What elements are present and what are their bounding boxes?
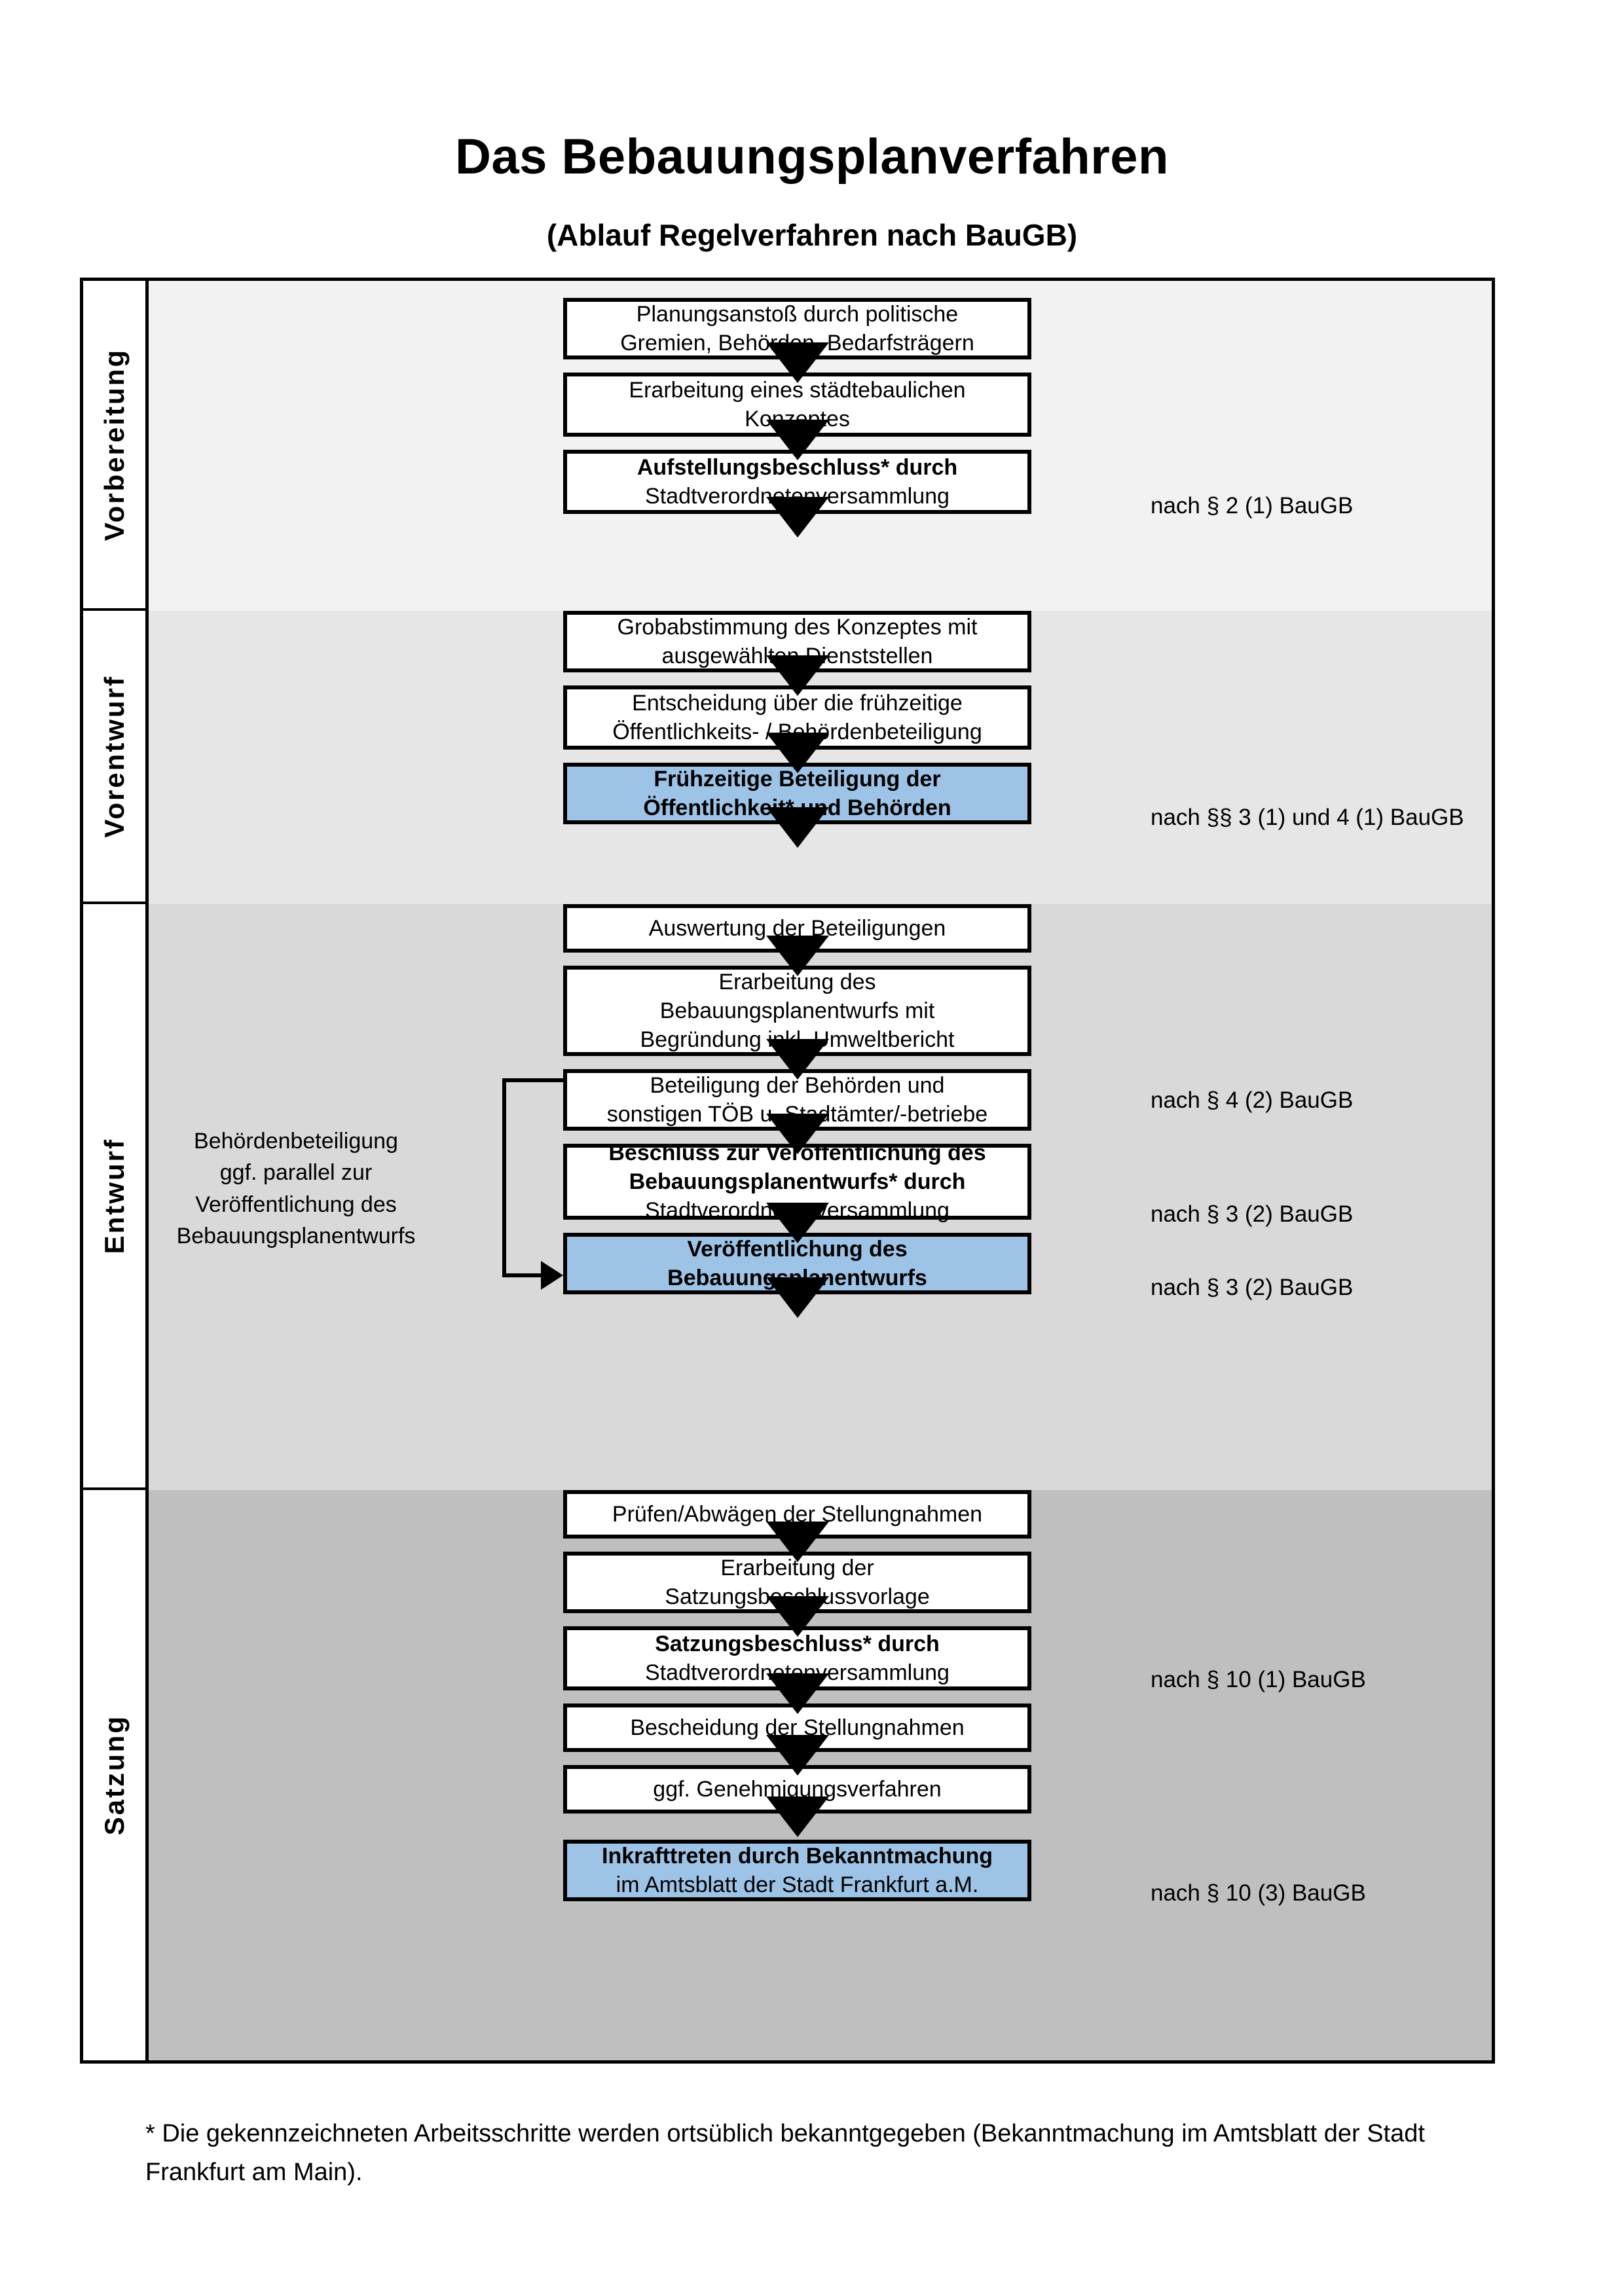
flow-arrow-down-icon [766, 1596, 829, 1637]
flow-arrow-down-icon [766, 733, 829, 773]
phase-label-text: Vorentwurf [98, 674, 130, 838]
process-step-line: Grobabstimmung des Konzeptes mit [617, 614, 978, 640]
bracket-arrow-right-icon [541, 1261, 563, 1290]
process-step-line: Bebauungsplanentwurfs mit [659, 998, 935, 1023]
flow-arrow-down-icon [766, 1114, 829, 1154]
phase-label-vorentwurf: Vorentwurf [83, 611, 149, 904]
phase-label-text: Entwurf [98, 1137, 130, 1254]
flow-arrow-down-icon [766, 497, 829, 538]
footnote: * Die gekennzeichneten Arbeitsschritte w… [145, 2120, 1425, 2186]
flow-arrow-down-icon [766, 1735, 829, 1776]
page-title: Das Bebauungsplanverfahren [455, 129, 1169, 185]
bracket-bottom-segment [502, 1273, 541, 1277]
law-reference-r3: nach § 4 (2) BauGB [1151, 1087, 1354, 1113]
page-subtitle: (Ablauf Regelverfahren nach BauGB) [546, 218, 1078, 252]
flow-arrow-down-icon [766, 1673, 829, 1714]
flow-arrow-down-icon [766, 936, 829, 976]
parallel-process-note-line: Veröffentlichung des [195, 1192, 397, 1217]
process-step-line: im Amtsblatt der Stadt Frankfurt a.M. [616, 1872, 979, 1897]
process-step-line: Bebauungsplanentwurfs* durch [629, 1169, 966, 1194]
process-step-line: Inkrafttreten durch Bekanntmachung [602, 1843, 993, 1868]
bracket-top-segment [502, 1078, 563, 1082]
flow-arrow-down-icon [766, 342, 829, 383]
flow-arrow-down-icon [766, 655, 829, 696]
parallel-process-note-line: Bebauungsplanentwurfs [176, 1223, 416, 1248]
parallel-process-note-line: ggf. parallel zur [219, 1160, 373, 1186]
law-reference-r7: nach § 10 (3) BauGB [1151, 1880, 1366, 1906]
parallel-process-note-line: Behördenbeteiligung [194, 1129, 398, 1154]
flow-arrow-down-icon [766, 1522, 829, 1562]
flow-arrow-down-icon [766, 1277, 829, 1318]
flow-arrow-down-icon [766, 1039, 829, 1080]
flow-arrow-down-icon [766, 420, 829, 460]
process-step-s12[interactable]: Prüfen/Abwägen der Stellungnahmen [563, 1490, 1031, 1539]
flowchart-frame: Vorbereitung Vorentwurf Entwurf Satzung … [80, 278, 1495, 2064]
phase-label-text: Satzung [98, 1715, 130, 1836]
bracket-vertical-segment [502, 1078, 506, 1277]
law-reference-r5: nach § 3 (2) BauGB [1151, 1275, 1354, 1300]
phase-label-vorbereitung: Vorbereitung [83, 281, 149, 611]
law-reference-r4: nach § 3 (2) BauGB [1151, 1201, 1354, 1227]
law-reference-r1: nach § 2 (1) BauGB [1151, 493, 1354, 519]
flow-arrow-down-icon [766, 1203, 829, 1243]
flow-arrow-down-icon [766, 1796, 829, 1837]
process-step-s17[interactable]: Inkrafttreten durch Bekanntmachung im Amt… [563, 1840, 1031, 1901]
flow-arrow-down-icon [766, 807, 829, 848]
law-reference-r2: nach §§ 3 (1) und 4 (1) BauGB [1151, 805, 1464, 830]
phase-label-text: Vorbereitung [98, 348, 130, 541]
phase-label-entwurf: Entwurf [83, 904, 149, 1490]
phase-label-satzung: Satzung [83, 1490, 149, 2060]
law-reference-r6: nach § 10 (1) BauGB [1151, 1667, 1366, 1692]
process-step-line: Planungsanstoß durch politische [636, 301, 959, 327]
